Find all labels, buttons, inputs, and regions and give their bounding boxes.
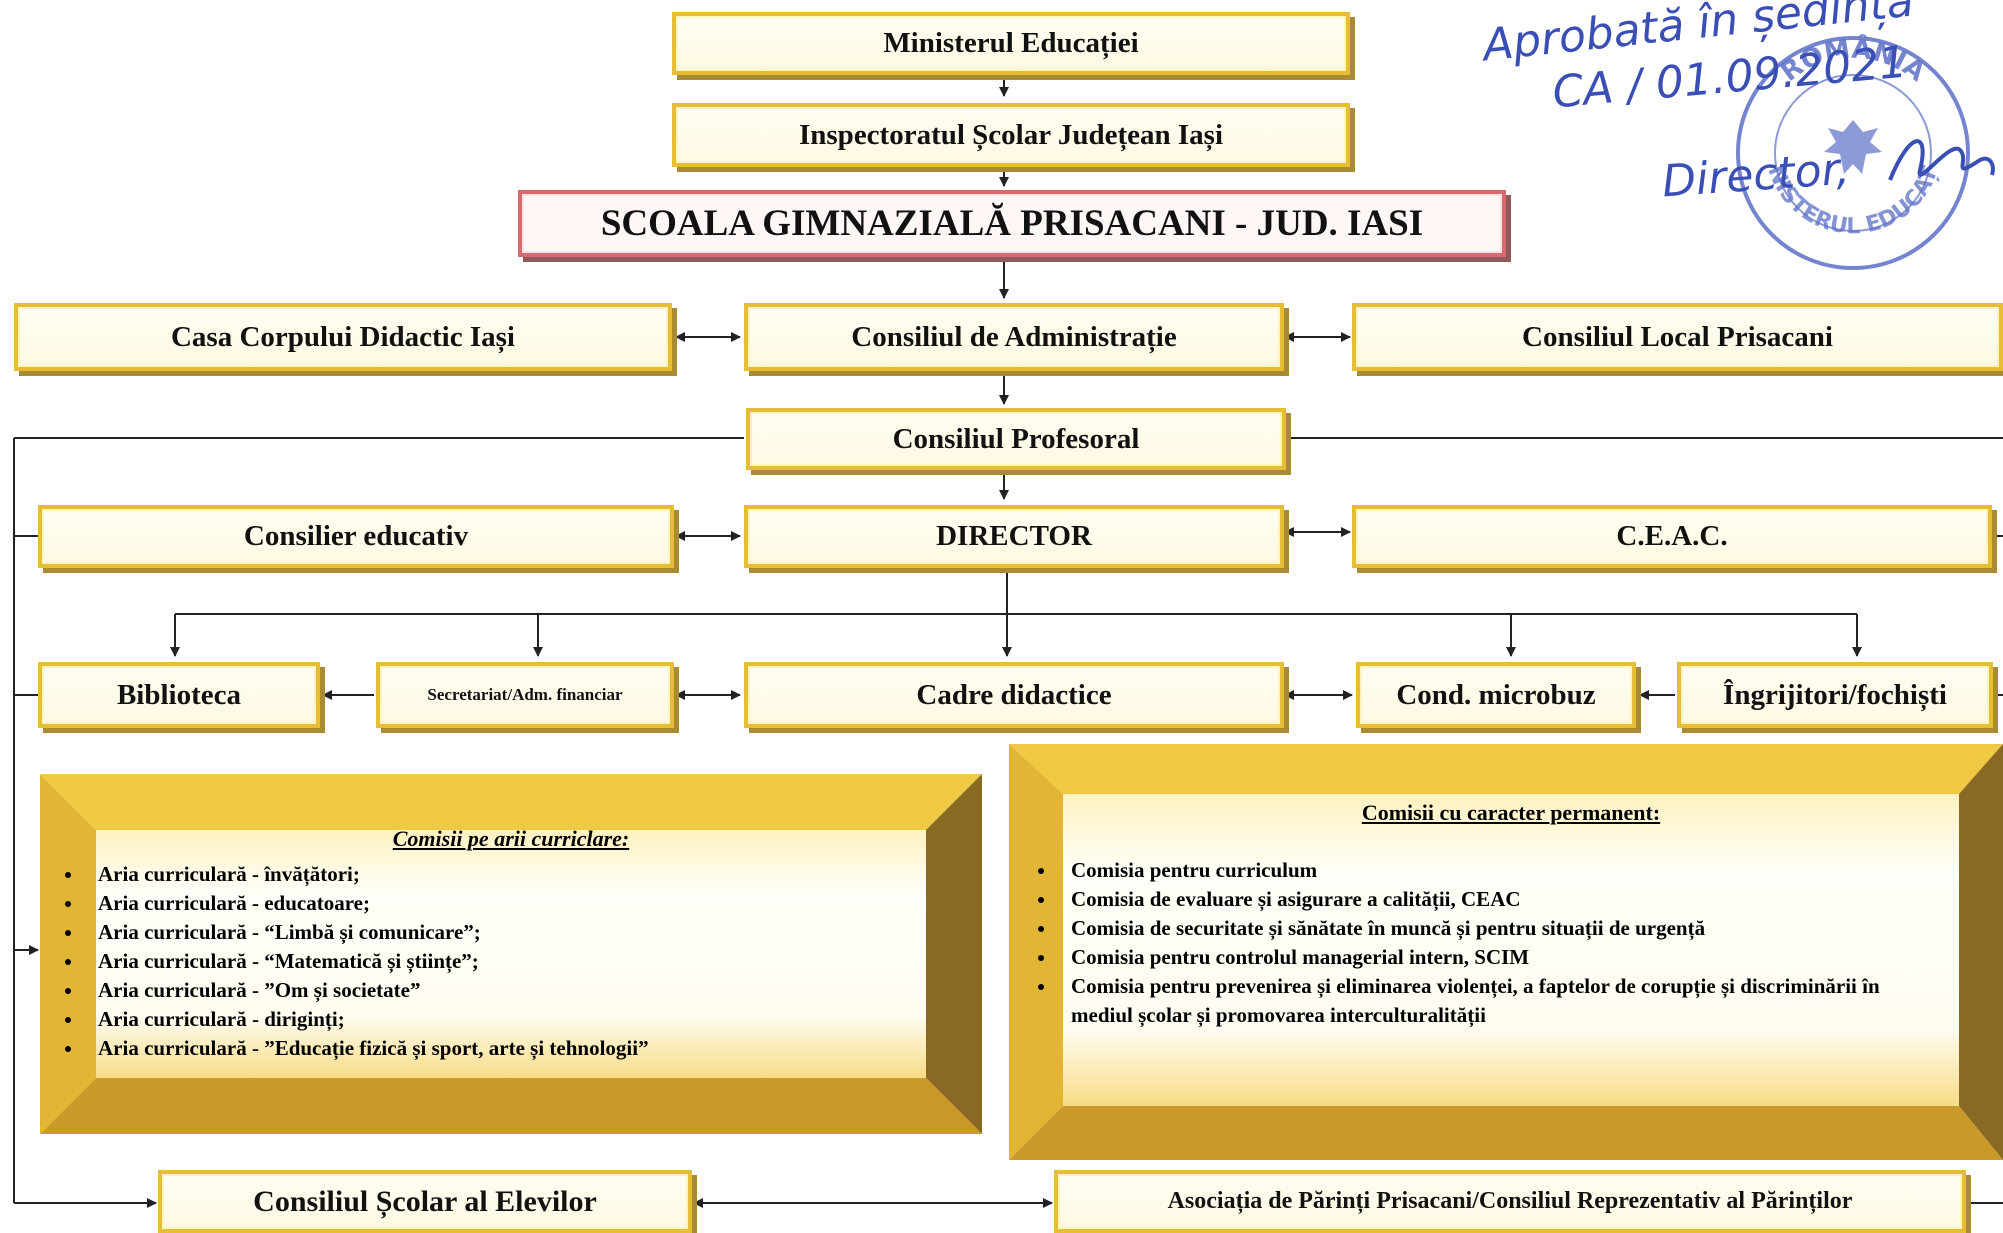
asociatia-parinti-label: Asociația de Părinți Prisacani/Consiliul… [1167, 1188, 1853, 1214]
list-item: Comisia de securitate și sănătate în mun… [1057, 914, 1939, 943]
list-item: Comisia pentru curriculum [1057, 856, 1939, 885]
casa-corpului-box: Casa Corpului Didactic Iași [14, 303, 672, 371]
consilier-educativ-box: Consilier educativ [38, 505, 674, 568]
ingrijitori-label: Îngrijitori/fochiști [1723, 678, 1947, 711]
director-box: DIRECTOR [744, 505, 1284, 568]
school-label: SCOALA GIMNAZIALĂ PRISACANI - JUD. IASI [600, 203, 1424, 244]
list-item: Aria curriculară - ”Educație fizică și s… [84, 1034, 926, 1063]
eagle-emblem-icon [1824, 120, 1882, 174]
permanent-committees-title: Comisii cu caracter permanent: [1361, 800, 1661, 825]
list-item: Comisia pentru controlul managerial inte… [1057, 943, 1939, 972]
ministry-label: Ministerul Educației [883, 27, 1139, 59]
panel-frame [1009, 744, 2003, 1160]
list-item: Aria curriculară - “Limbă și comunicare”… [84, 918, 926, 947]
list-item: Aria curriculară - învățători; [84, 860, 926, 889]
list-item: Comisia de evaluare și asigurare a calit… [1057, 885, 1939, 914]
cadre-didactice-label: Cadre didactice [916, 678, 1112, 711]
biblioteca-box: Biblioteca [38, 662, 320, 728]
list-item: Aria curriculară - educatoare; [84, 889, 926, 918]
list-item: Comisia pentru prevenirea și eliminarea … [1057, 972, 1939, 1030]
biblioteca-label: Biblioteca [116, 678, 242, 711]
consiliul-elevilor-box: Consiliul Școlar al Elevilor [158, 1170, 692, 1233]
signature-scribble [1888, 139, 1995, 181]
inspectorate-label: Inspectoratul Școlar Județean Iași [798, 118, 1223, 151]
permanent-committees-list: Comisia pentru curriculum Comisia de eva… [1013, 856, 1959, 1030]
panel-frame [40, 774, 982, 1134]
consiliul-elevilor-label: Consiliul Școlar al Elevilor [253, 1184, 597, 1218]
permanent-committees-panel: Comisii cu caracter permanent: Comisia p… [1009, 744, 2003, 1160]
microbuz-label: Cond. microbuz [1396, 678, 1596, 711]
consiliul-local-box: Consiliul Local Prisacani [1352, 303, 2003, 371]
school-box: SCOALA GIMNAZIALĂ PRISACANI - JUD. IASI [518, 190, 1506, 257]
consiliul-profesoral-label: Consiliul Profesoral [892, 422, 1140, 455]
secretariat-label: Secretariat/Adm. financiar [427, 685, 623, 704]
ingrijitori-box: Îngrijitori/fochiști [1677, 662, 1993, 728]
inspectorate-box: Inspectoratul Școlar Județean Iași [672, 103, 1350, 167]
consiliul-administratie-label: Consiliul de Administrație [851, 320, 1177, 353]
official-stamp: ROMÂNIA MINISTERUL EDUCAȚIEI [1728, 28, 1970, 270]
list-item: Aria curriculară - diriginți; [84, 1005, 926, 1034]
list-item: Aria curriculară - ”Om și societate” [84, 976, 926, 1005]
casa-corpului-label: Casa Corpului Didactic Iași [170, 320, 515, 353]
cadre-didactice-box: Cadre didactice [744, 662, 1284, 728]
asociatia-parinti-box: Asociația de Părinți Prisacani/Consiliul… [1054, 1170, 1966, 1233]
ceac-label: C.E.A.C. [1616, 520, 1728, 552]
consiliul-administratie-box: Consiliul de Administrație [744, 303, 1284, 371]
list-item: Aria curriculară - “Matematică și științ… [84, 947, 926, 976]
consiliul-profesoral-box: Consiliul Profesoral [746, 408, 1286, 470]
secretariat-box: Secretariat/Adm. financiar [376, 662, 674, 728]
ceac-box: C.E.A.C. [1352, 505, 1992, 568]
curricular-committees-list: Aria curriculară - învățători; Aria curr… [40, 860, 926, 1063]
director-label: DIRECTOR [936, 520, 1092, 552]
curricular-committees-title: Comisii pe arii curriclare: [392, 826, 630, 851]
consiliul-local-label: Consiliul Local Prisacani [1522, 320, 1833, 353]
curricular-committees-panel: Comisii pe arii curriclare: Aria curricu… [40, 774, 982, 1134]
consilier-educativ-label: Consilier educativ [243, 520, 469, 552]
ministry-box: Ministerul Educației [672, 12, 1350, 75]
microbuz-box: Cond. microbuz [1356, 662, 1636, 728]
